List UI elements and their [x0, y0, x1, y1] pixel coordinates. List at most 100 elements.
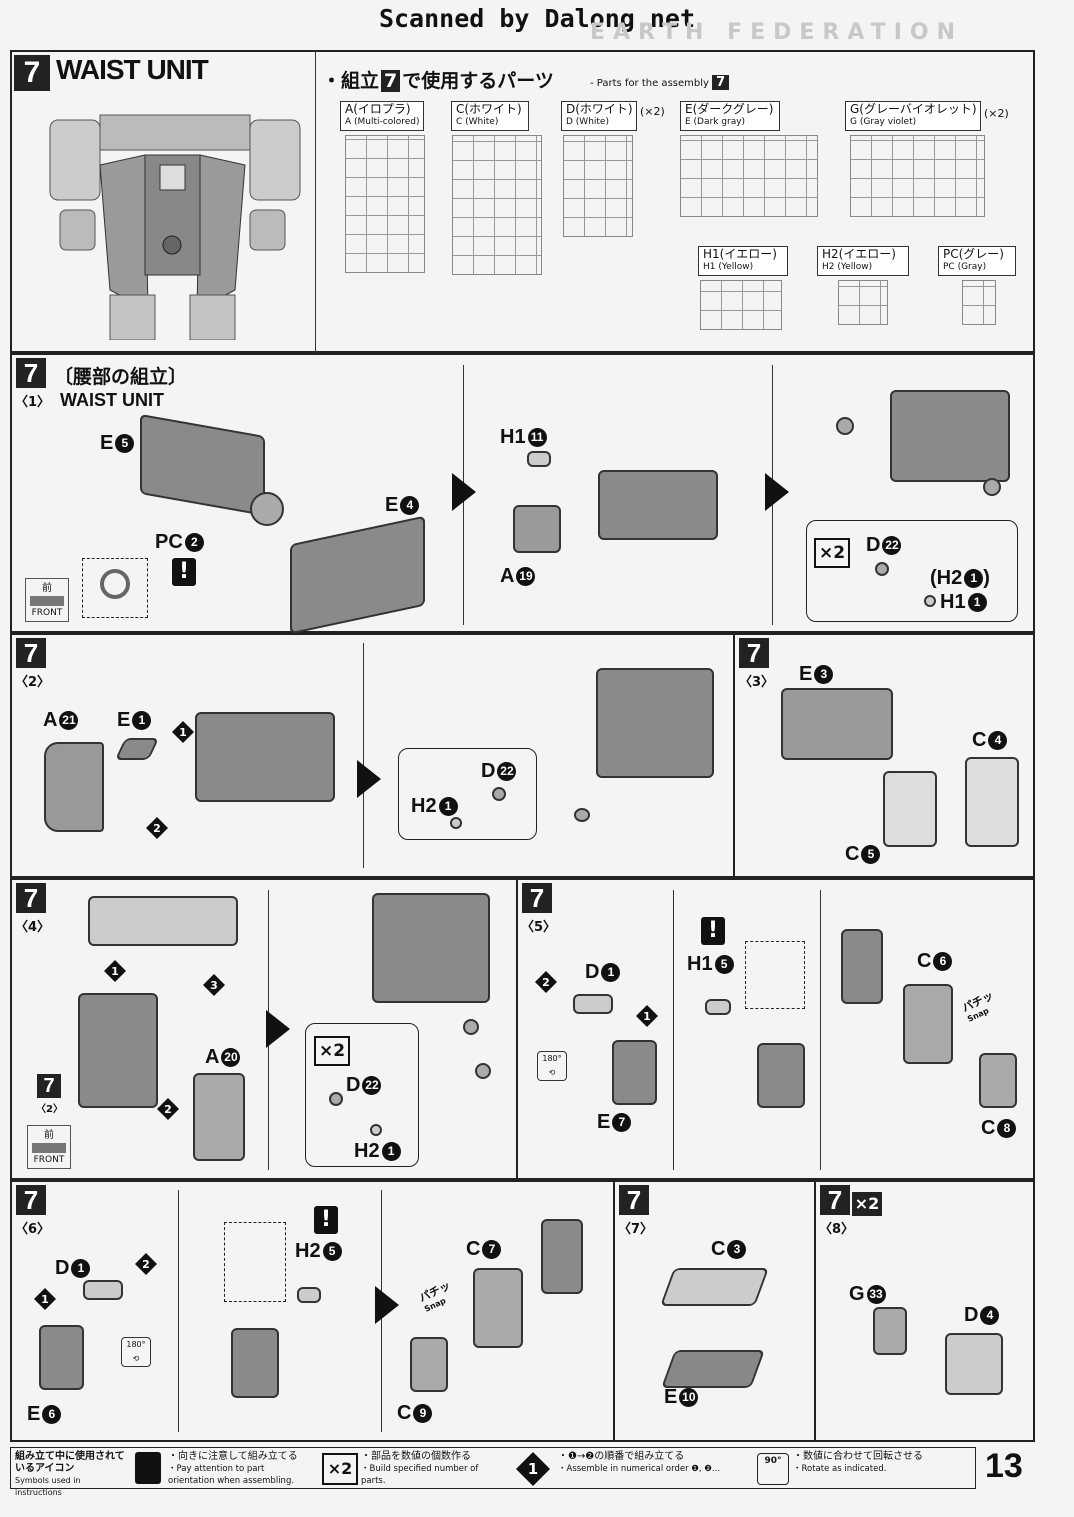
part-a20 [193, 1073, 245, 1161]
svg-text:2: 2 [153, 822, 161, 835]
substep-1-panel [10, 353, 1035, 633]
substep-2-3-panel [10, 633, 1035, 878]
legend-item-order: ・❶→❷の順番で組み立てる・Assemble in numerical orde… [558, 1451, 721, 1474]
runner-pc-sprue [962, 280, 996, 325]
part-e7-assembled [757, 1043, 805, 1108]
next-arrow-icon [375, 1286, 399, 1324]
part-cap [574, 808, 590, 822]
waist-assembly-a [598, 470, 718, 540]
runner-label-h2: H2(イエロー)H2 (Yellow) [817, 246, 909, 276]
runner-label-e: E(ダークグレー)E (Dark gray) [680, 101, 780, 131]
waist-assembly-f [372, 893, 490, 1003]
rotate-180-icon: 180°⟲ [537, 1051, 567, 1081]
quantity-x2-icon: ×2 [852, 1192, 882, 1216]
svg-text:1: 1 [41, 1293, 49, 1306]
part-pc2 [250, 492, 284, 526]
orientation-warning-icon: ! [314, 1206, 338, 1234]
substep-4-5-panel [10, 878, 1035, 1180]
legend-warning-icon [135, 1452, 161, 1484]
svg-text:1: 1 [111, 965, 119, 978]
substep-3-tag: 〈3〉 [739, 675, 775, 690]
substep-6-tag: 〈6〉 [15, 1222, 51, 1237]
reference-step-tag: 〈2〉 [36, 1104, 63, 1115]
waist-assembly-e [78, 993, 158, 1108]
runner-label-h1: H1(イエロー)H1 (Yellow) [698, 246, 788, 276]
parts-heading-step: 7 [381, 70, 401, 92]
legend-bar [10, 1447, 976, 1489]
part-g33 [873, 1307, 907, 1355]
order-step-2-icon: 2 [135, 1253, 157, 1275]
part-c8 [979, 1053, 1017, 1108]
svg-text:1: 1 [643, 1010, 651, 1023]
detail-inset [224, 1222, 286, 1302]
substep-4-number: 7 [16, 883, 46, 913]
orientation-warning-icon: ! [172, 558, 196, 586]
substep-2-tag: 〈2〉 [15, 675, 51, 690]
part-d22 [329, 1092, 343, 1106]
svg-text:3: 3 [210, 979, 218, 992]
order-step-1-icon: 1 [636, 1005, 658, 1027]
waist-unit-illustration [40, 110, 305, 341]
part-h1-5 [705, 999, 731, 1015]
order-step-1-icon: 1 [104, 960, 126, 982]
substep-5-tag: 〈5〉 [521, 920, 557, 935]
runner-label-g: G(グレーバイオレット)G (Gray violet) [845, 101, 981, 131]
legend-item-orientation: ・向きに注意して組み立てる・Pay attention to part orie… [168, 1451, 298, 1486]
orientation-warning-icon: ! [701, 917, 725, 945]
svg-text:1: 1 [528, 1460, 538, 1478]
part-c3 [660, 1268, 769, 1306]
order-step-2-icon: 2 [535, 971, 557, 993]
runner-label-pc: PC(グレー)PC (Gray) [938, 246, 1016, 276]
substep-7-number: 7 [619, 1185, 649, 1215]
runner-e-sprue [680, 135, 818, 217]
substep-7-tag: 〈7〉 [618, 1222, 654, 1237]
parts-subheading: - Parts for the assembly 7 [590, 75, 730, 90]
runner-g-qty: (×2) [984, 107, 1009, 120]
header-text: EARTH FEDERATION [590, 20, 963, 45]
runner-a-sprue [345, 135, 425, 273]
parts-subheading-step: 7 [712, 75, 730, 90]
part-cap-upper [463, 1019, 479, 1035]
substep-8-tag: 〈8〉 [819, 1222, 855, 1237]
part-a21 [44, 742, 104, 832]
waist-assembly-b [890, 390, 1010, 482]
part-cap-lower [475, 1063, 491, 1079]
scan-watermark: Scanned by Dalong.net [378, 4, 696, 33]
substep-1-title-en: WAIST UNIT [60, 390, 164, 410]
part-h2-1 [924, 595, 936, 607]
next-arrow-icon [266, 1010, 290, 1048]
part-c5 [883, 771, 937, 847]
order-step-1-icon: 1 [172, 721, 194, 743]
svg-text:2: 2 [542, 976, 550, 989]
part-d1 [83, 1280, 123, 1300]
legend-rotate-icon: 90° [757, 1453, 789, 1485]
next-arrow-icon [357, 760, 381, 798]
quantity-x2-icon: ×2 [314, 1036, 350, 1066]
substep-2-number: 7 [16, 638, 46, 668]
waist-assembly-c [195, 712, 335, 802]
front-indicator: 前 FRONT [27, 1125, 71, 1169]
part-cap-right [983, 478, 1001, 496]
runner-g-sprue [850, 135, 985, 217]
part-c7 [473, 1268, 523, 1348]
substep-1-number: 7 [16, 358, 46, 388]
